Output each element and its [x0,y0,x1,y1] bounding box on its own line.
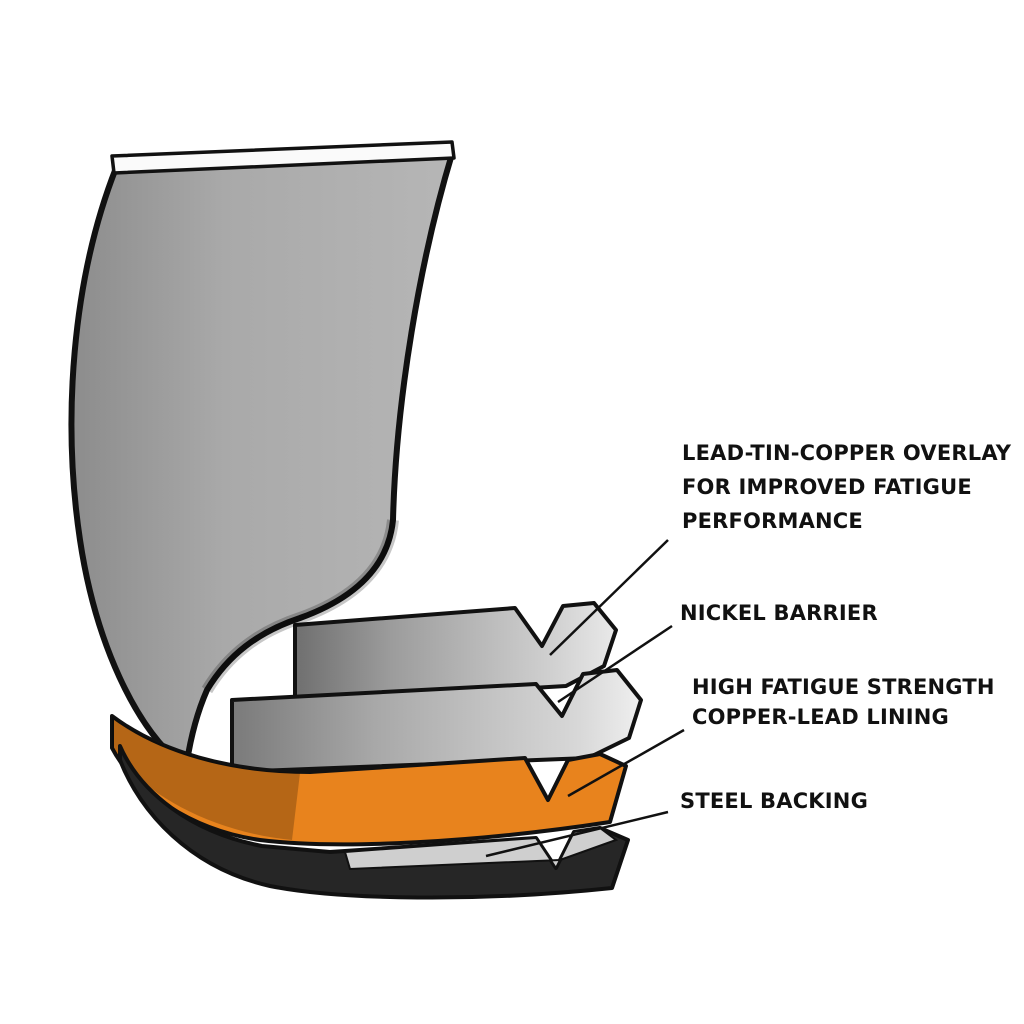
label-overlay-line-2: FOR IMPROVED FATIGUE [682,475,972,499]
lining-shadow [112,716,300,840]
label-nickel-barrier: NICKEL BARRIER [680,601,878,625]
label-overlay-line-3: PERFORMANCE [682,509,863,533]
leader-line-steel [485,810,669,858]
bowl-shading [201,519,399,694]
label-copper-lead-lining: HIGH FATIGUE STRENGTH COPPER-LEAD LINING [692,675,995,729]
leader-line-overlay [549,539,669,656]
label-overlay-line-1: LEAD-TIN-COPPER OVERLAY [682,441,1012,465]
leader-line-copper-lead [567,728,685,798]
leader-line-nickel [557,624,673,704]
label-overlay: LEAD-TIN-COPPER OVERLAY FOR IMPROVED FAT… [682,441,1012,533]
shell-top-rim [110,140,456,175]
label-steel-backing: STEEL BACKING [680,789,868,813]
label-steel-line-1: STEEL BACKING [680,789,868,813]
label-copper-lead-line-1: HIGH FATIGUE STRENGTH [692,675,995,699]
bearing-shell [68,151,455,771]
label-copper-lead-line-2: COPPER-LEAD LINING [692,705,949,729]
label-nickel-line-1: NICKEL BARRIER [680,601,878,625]
